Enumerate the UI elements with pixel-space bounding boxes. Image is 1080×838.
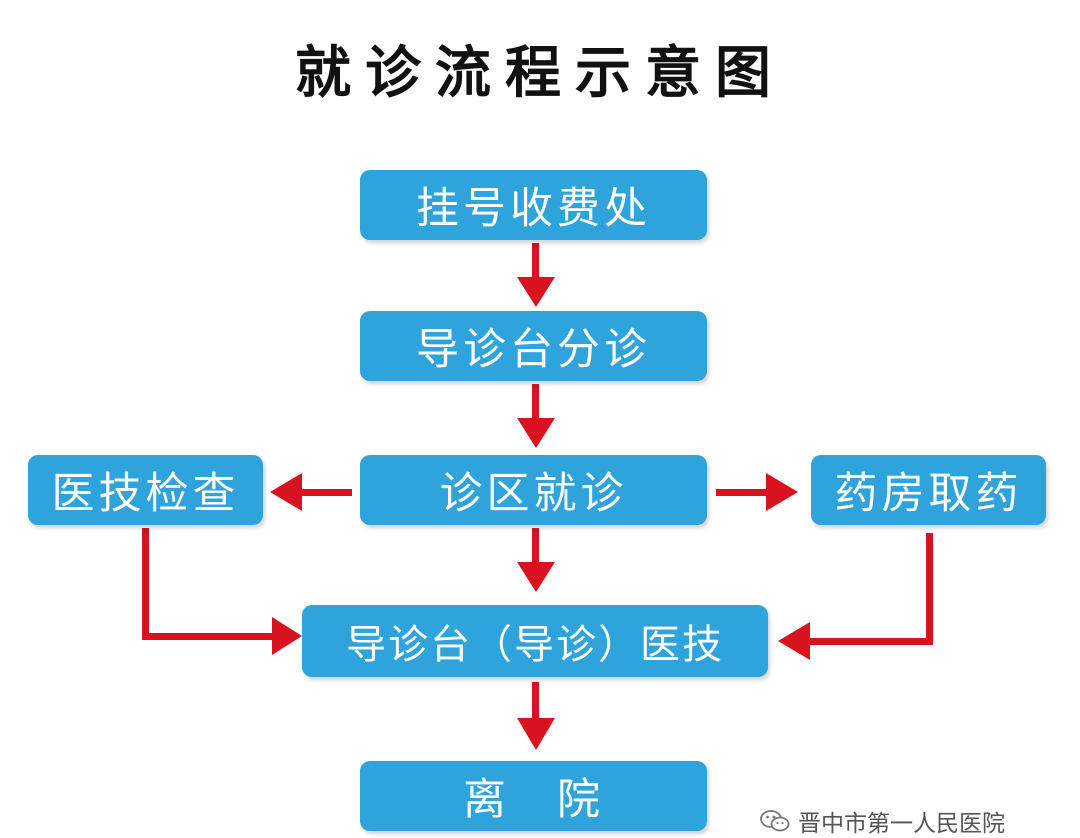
arrow-shaft-consultation-to-pharmacy bbox=[716, 489, 768, 496]
wechat-icon bbox=[760, 810, 790, 832]
arrow-head-exam-to-guide bbox=[272, 617, 302, 655]
arrow-head-pharmacy-to-guide bbox=[778, 622, 810, 660]
arrow-head-registration-to-triage bbox=[517, 277, 555, 307]
arrow-shaft-consultation-to-exam bbox=[300, 489, 352, 496]
node-consultation: 诊区就诊 bbox=[360, 455, 707, 525]
arrow-shaft-guide-to-leave bbox=[532, 682, 539, 720]
node-guide-desk: 导诊台（导诊）医技 bbox=[302, 605, 768, 677]
arrow-shaft-consultation-to-guide bbox=[532, 528, 539, 564]
node-leave: 离 院 bbox=[360, 761, 707, 831]
arrow-shaft-exam-down bbox=[142, 528, 149, 640]
node-pharmacy: 药房取药 bbox=[811, 455, 1046, 525]
arrow-head-consultation-to-exam bbox=[270, 473, 302, 511]
arrow-head-consultation-to-pharmacy bbox=[766, 473, 798, 511]
arrow-shaft-registration-to-triage bbox=[532, 243, 539, 279]
node-medical-tech-exam: 医技检查 bbox=[28, 455, 263, 525]
arrow-head-triage-to-consultation bbox=[517, 418, 555, 448]
node-triage: 导诊台分诊 bbox=[360, 311, 707, 381]
arrow-shaft-triage-to-consultation bbox=[532, 384, 539, 420]
diagram-title: 就诊流程示意图 bbox=[295, 40, 785, 106]
arrow-head-guide-to-leave bbox=[517, 718, 555, 750]
watermark: 晋中市第一人民医院 bbox=[760, 805, 1005, 837]
arrow-shaft-pharmacy-left bbox=[808, 638, 933, 645]
arrow-head-consultation-to-guide bbox=[517, 562, 555, 592]
node-registration: 挂号收费处 bbox=[360, 170, 707, 240]
arrow-shaft-pharmacy-down bbox=[926, 533, 933, 645]
arrow-shaft-exam-right bbox=[142, 633, 274, 640]
watermark-text: 晋中市第一人民医院 bbox=[798, 811, 1005, 837]
